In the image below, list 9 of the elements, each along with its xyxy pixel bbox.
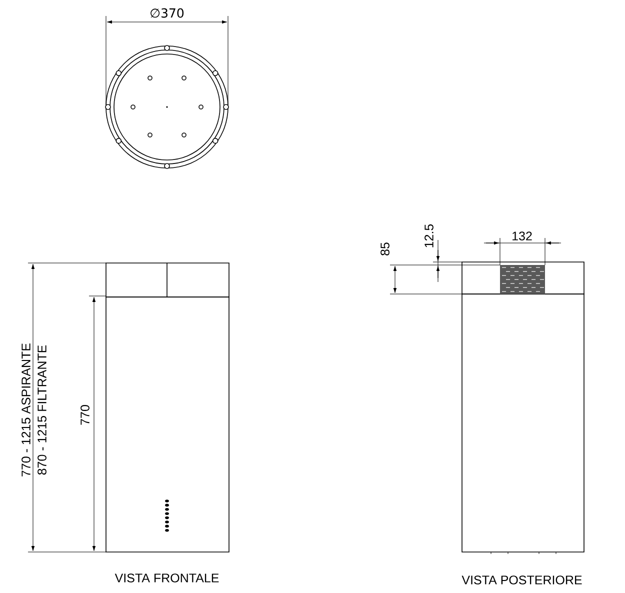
dimension-label: 870 - 1215 FILTRANTE: [38, 345, 46, 475]
view-title: VISTA POSTERIORE: [462, 576, 582, 584]
dimension-label: 770 - 1215 ASPIRANTE: [22, 344, 30, 476]
dimension-label: ∅370: [150, 8, 184, 18]
dimension-label: 85: [380, 242, 390, 256]
dimension-label: 12.5: [424, 224, 434, 248]
dimension-label: 770: [80, 405, 90, 425]
dimension-label: 132: [512, 232, 532, 240]
view-title: VISTA FRONTALE: [114, 574, 219, 582]
